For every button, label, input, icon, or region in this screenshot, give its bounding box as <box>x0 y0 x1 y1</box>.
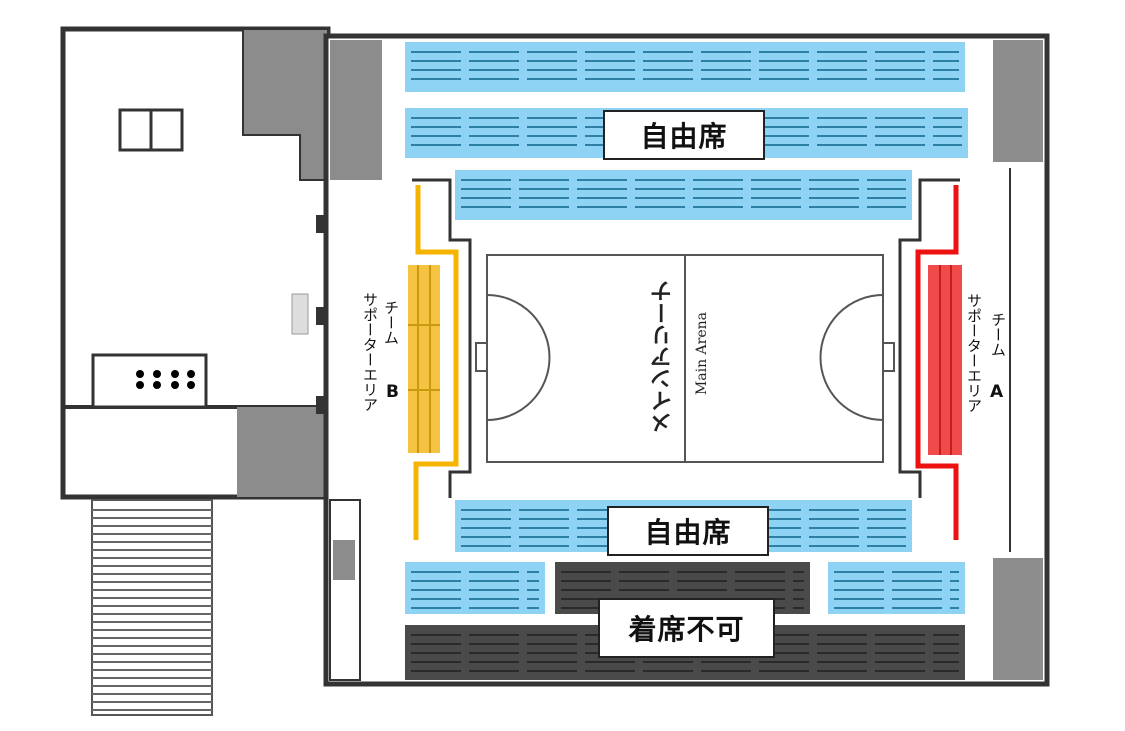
court-label-en: Main Arena <box>694 312 710 396</box>
no-seating-label: 着席不可 <box>598 598 775 658</box>
desk-dots <box>136 370 195 389</box>
free-seats-label-top: 自由席 <box>603 110 765 160</box>
reception-desk <box>91 353 208 409</box>
free-seats-label-bottom: 自由席 <box>607 506 769 556</box>
left-wall-block <box>242 28 329 181</box>
team-b-seats <box>408 265 440 453</box>
lower-wall-block <box>237 407 328 497</box>
team-a-boundary <box>915 185 959 540</box>
team-b-area: サポーターエリア <box>361 292 379 412</box>
team-a-name: チーム <box>989 312 1007 357</box>
team-a-area: サポーターエリア <box>965 293 983 413</box>
court-label-jp: メインアリーナ <box>651 280 676 434</box>
team-a-letter: A <box>990 382 1004 402</box>
team-b-letter: B <box>386 382 399 402</box>
team-b-name: チーム <box>382 300 400 345</box>
team-b-boundary <box>413 185 459 540</box>
stairs <box>91 499 213 716</box>
court <box>475 254 895 463</box>
team-a-seats <box>928 265 962 455</box>
